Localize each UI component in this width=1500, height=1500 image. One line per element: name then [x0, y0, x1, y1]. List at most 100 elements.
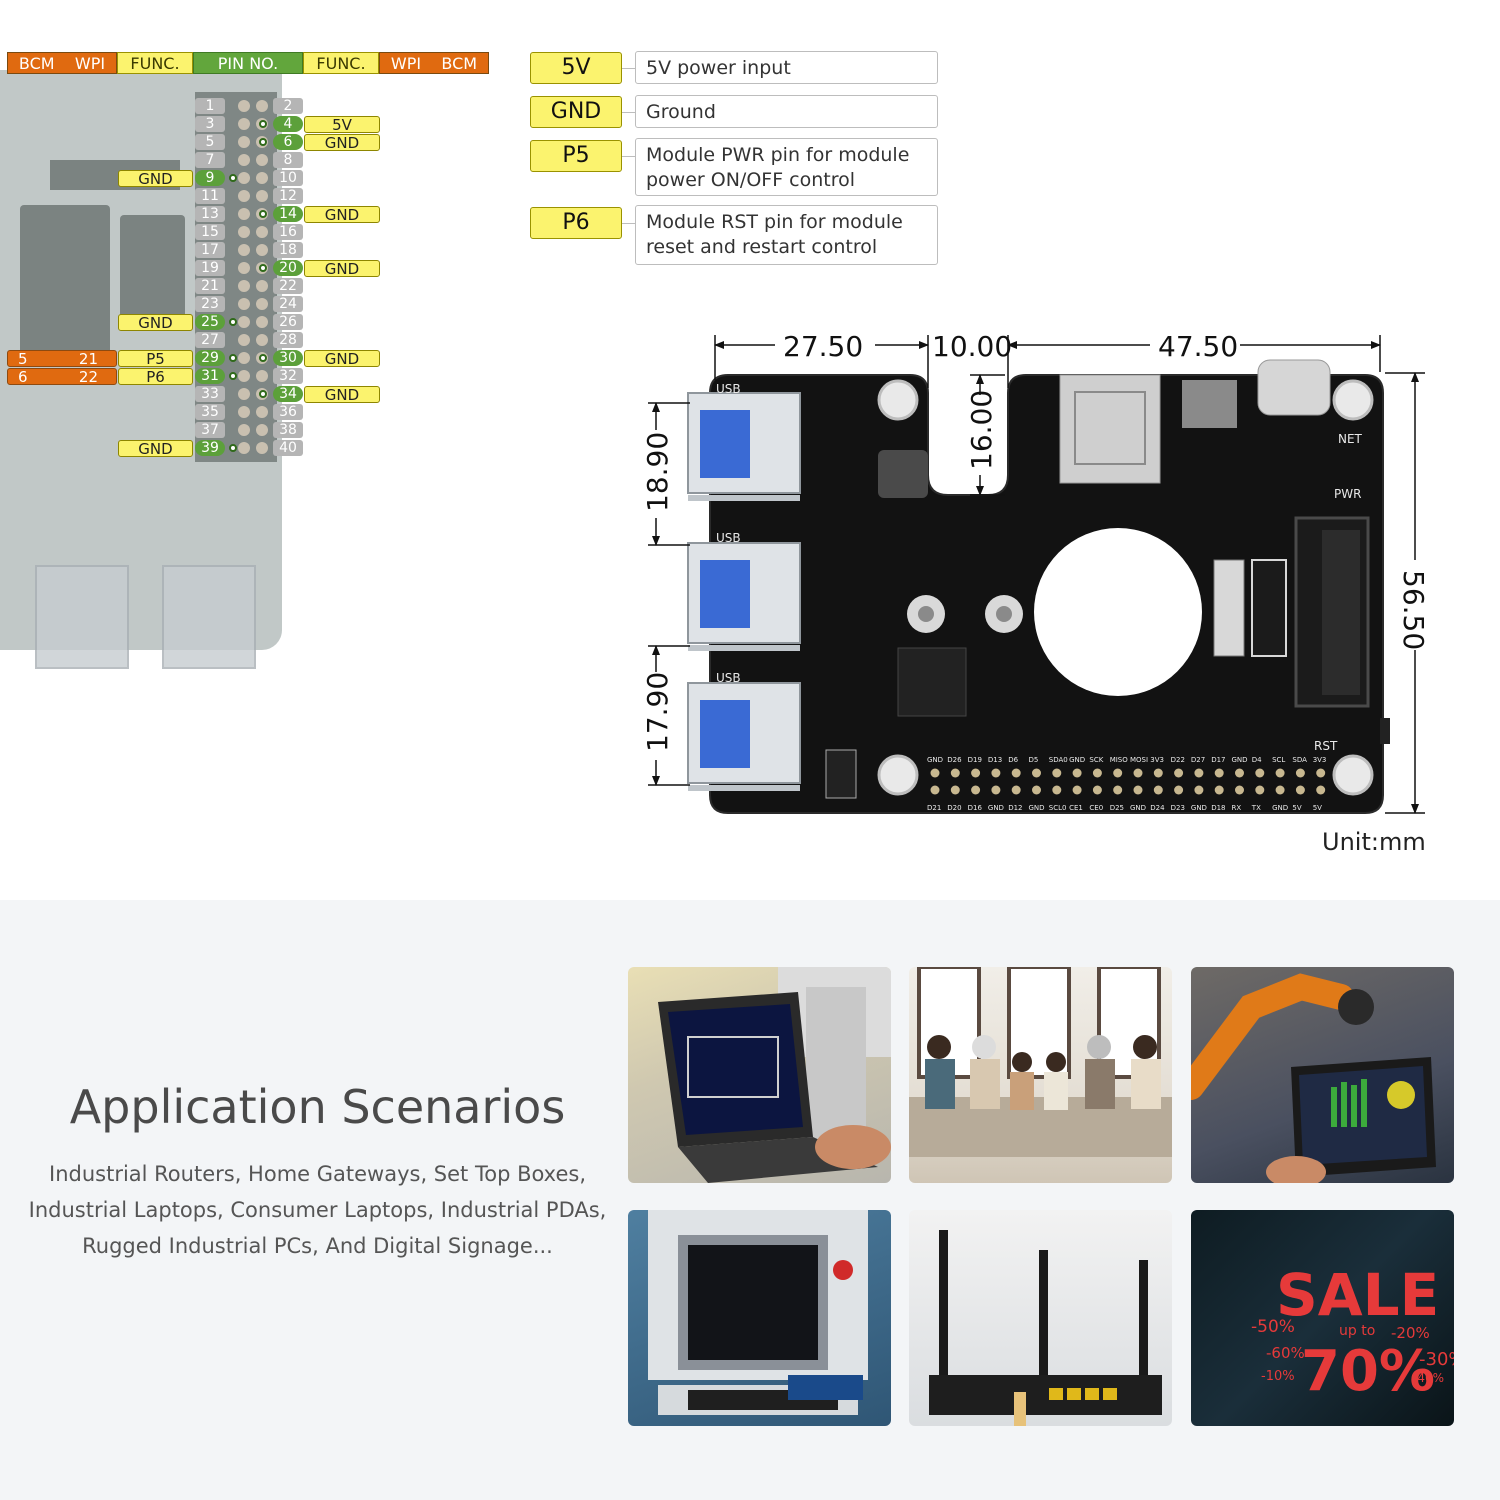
gpio-silk-label: D5: [1029, 756, 1039, 764]
sale-tag: -40%: [1413, 1371, 1444, 1385]
pin-number: 32: [273, 368, 303, 384]
gpio-silk-label: SDA: [1292, 756, 1307, 764]
bcm-number: 6: [18, 368, 28, 386]
pin-number: 9: [195, 170, 225, 186]
pin-marker: [229, 174, 237, 182]
pin-func-label-left: GND: [118, 170, 193, 188]
fpc-connector: [1213, 559, 1245, 657]
gpio-pin: [1255, 768, 1265, 778]
header-pin: [256, 424, 268, 436]
gpio-silk-label: GND: [988, 804, 1004, 812]
pin-func-label-left: P5: [118, 350, 193, 368]
pin-number: 37: [195, 422, 225, 438]
pin-number: 31: [195, 368, 225, 384]
pin-func-label-right: GND: [304, 350, 380, 368]
pin-marker: [229, 318, 237, 326]
header-pin: [238, 154, 250, 166]
pin-func-label-left: GND: [118, 314, 193, 332]
pin-number: 6: [273, 134, 303, 150]
header-pin: [256, 442, 268, 454]
pin-number: 21: [195, 278, 225, 294]
gpio-pin: [1113, 768, 1123, 778]
legend-key-p5: P5: [530, 140, 622, 172]
application-desc-line: Industrial Routers, Home Gateways, Set T…: [49, 1162, 586, 1186]
header-pin: [238, 370, 250, 382]
header-pin: [256, 226, 268, 238]
pin-number: 23: [195, 296, 225, 312]
gpio-silk-label: D26: [947, 756, 962, 764]
gpio-silk-label: D21: [927, 804, 941, 812]
gpio-pin: [1092, 785, 1102, 795]
wpi-number: 21: [78, 350, 98, 368]
pin-number: 5: [195, 134, 225, 150]
pin-number: 20: [273, 260, 303, 276]
pin-number: 38: [273, 422, 303, 438]
gpio-silk-label: GND: [1272, 804, 1288, 812]
gpio-silk-label: 5V: [1292, 804, 1301, 812]
gpio-pin: [1235, 768, 1244, 778]
gpio-silk-label: D25: [1110, 804, 1124, 812]
sale-tag: -50%: [1251, 1317, 1295, 1337]
pin-number: 34: [273, 386, 303, 402]
unit-label: Unit:mm: [1322, 828, 1426, 856]
dim-height: 56.50: [1397, 570, 1430, 650]
pin-number: 4: [273, 116, 303, 132]
fpc-connector: [1251, 559, 1287, 657]
header-pin: [238, 316, 250, 328]
header-pin: [238, 388, 250, 400]
header-func-left: FUNC.: [117, 52, 193, 74]
header-pin: [256, 154, 268, 166]
wpi-number: 22: [78, 368, 98, 386]
header-pin: [238, 262, 250, 274]
gpio-silk-label: D19: [968, 756, 982, 764]
gpio-pin: [1214, 768, 1224, 778]
pin-marker: [229, 444, 237, 452]
gpio-pin: [991, 785, 1001, 795]
pin-number: 14: [273, 206, 303, 222]
legend-key-p6: P6: [530, 207, 622, 239]
pin-number: 29: [195, 350, 225, 366]
standoff: [918, 606, 934, 622]
header-pin: [238, 208, 250, 220]
photo-digital-signage: SALE up to 70% -50% -20% -60% -30% -10% …: [1191, 1210, 1454, 1426]
gpio-pin: [1072, 768, 1082, 778]
pin-func-label-right: 5V: [304, 116, 380, 134]
gpio-silk-label: D20: [947, 804, 961, 812]
pin-number: 8: [273, 152, 303, 168]
sale-tag: -30%: [1419, 1349, 1454, 1370]
legend-connector: [622, 112, 635, 113]
gpio-pin: [1275, 768, 1285, 778]
header-pin: [256, 280, 268, 292]
sale-tag: -60%: [1266, 1344, 1305, 1362]
sale-percent: 70%: [1301, 1339, 1435, 1404]
pin-marker: [259, 210, 267, 218]
header-pin: [238, 136, 250, 148]
header-pin-no: PIN NO.: [193, 52, 303, 74]
gpio-silk-label: D6: [1008, 756, 1018, 764]
gpio-silk-label: D12: [1008, 804, 1022, 812]
header-pin: [238, 424, 250, 436]
pin-number: 15: [195, 224, 225, 240]
dim-top-b: 10.00: [932, 330, 1012, 363]
legend-desc-5v: 5V power input: [635, 51, 938, 84]
gpio-silk-label: D23: [1171, 804, 1185, 812]
pin-func-label-right: GND: [304, 134, 380, 152]
silk-pwr-label: PWR: [1334, 487, 1361, 501]
pin-number: 7: [195, 152, 225, 168]
photo-family-gateway: [909, 967, 1172, 1183]
pin-number: 16: [273, 224, 303, 240]
gpio-pin: [1194, 785, 1204, 795]
pi-chip: [120, 215, 185, 325]
gpio-pin: [1011, 768, 1021, 778]
pin-number: 3: [195, 116, 225, 132]
dim-top-a: 27.50: [783, 330, 863, 363]
gpio-pin: [930, 768, 940, 778]
pin-number: 13: [195, 206, 225, 222]
gpio-pin: [1153, 768, 1163, 778]
pin-number: 10: [273, 170, 303, 186]
gpio-silk-label: D17: [1211, 756, 1225, 764]
header-pin: [238, 280, 250, 292]
laptop-illustration: [658, 967, 891, 1183]
